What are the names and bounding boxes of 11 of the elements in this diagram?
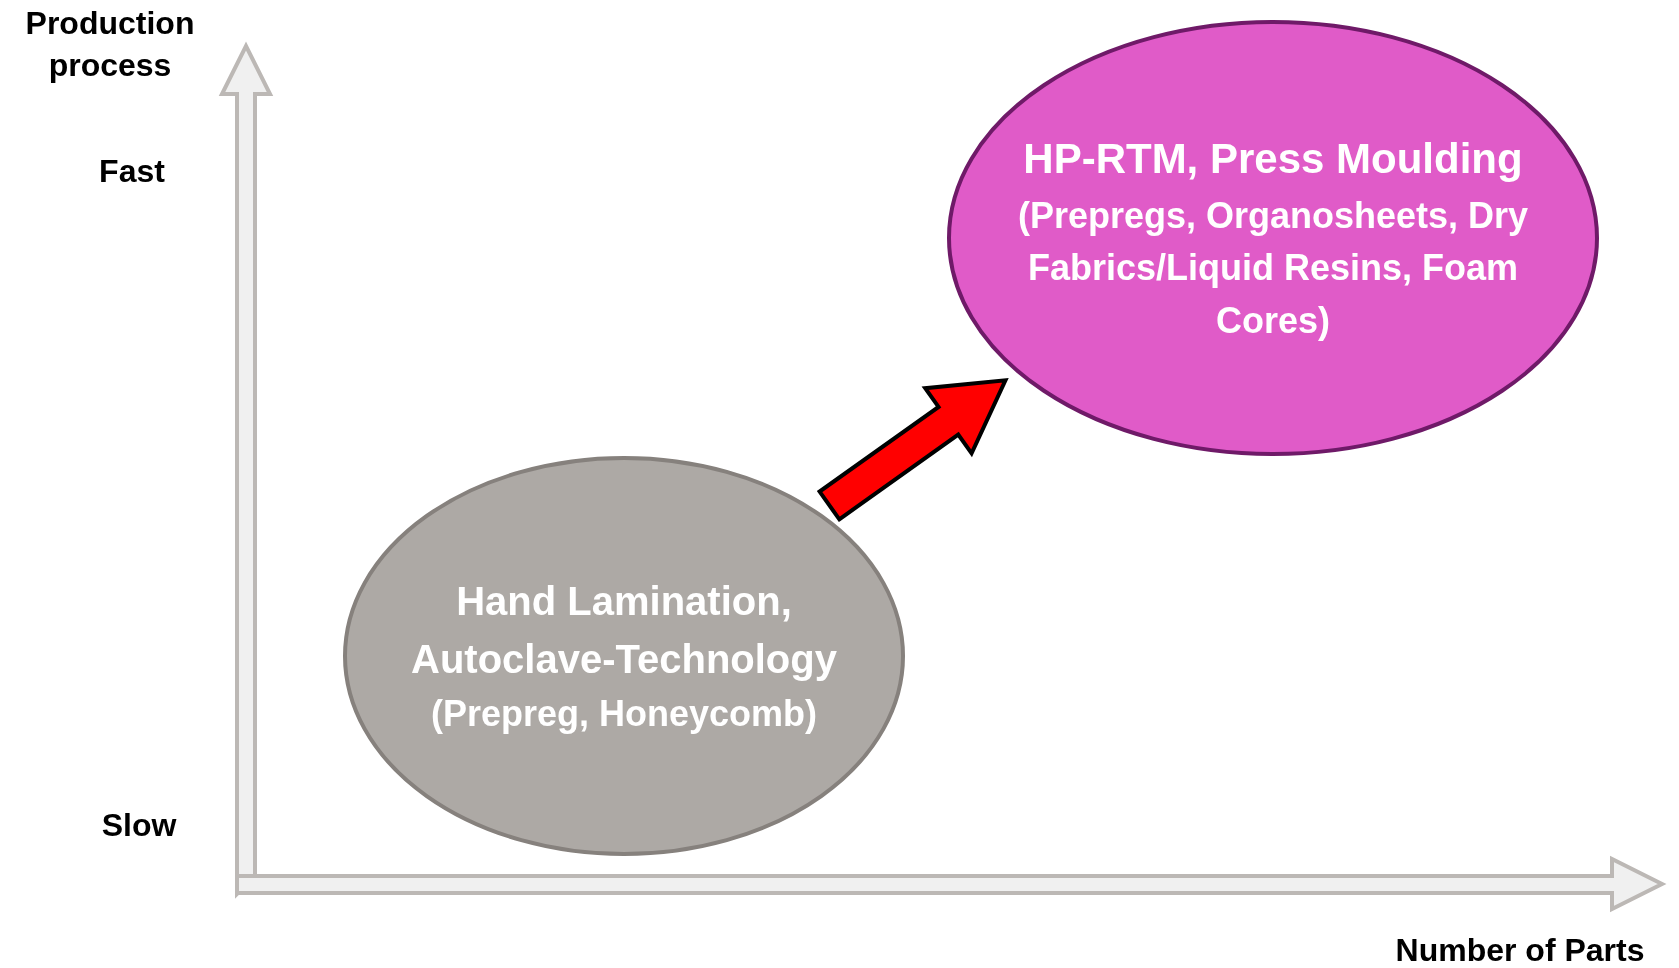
node-subtitle: (Prepregs, Organosheets, Dry Fabrics/Liquid Resins, Foam Cores) bbox=[1016, 194, 1530, 343]
axis-title: Number of Parts bbox=[1394, 931, 1646, 968]
process-ellipse bbox=[343, 456, 905, 856]
node-subtitle: (Prepreg, Honeycomb) bbox=[429, 691, 819, 736]
axis-tick-label: Slow bbox=[100, 806, 178, 846]
process-ellipse bbox=[947, 20, 1599, 456]
node-title: HP-RTM, Press Moulding bbox=[1022, 134, 1524, 185]
axis-tick-label: Fast bbox=[98, 152, 166, 192]
node-title: Hand Lamination, Autoclave-Technology bbox=[410, 577, 838, 683]
block-arrow bbox=[816, 377, 1009, 523]
axis-title: Production process bbox=[24, 4, 196, 85]
